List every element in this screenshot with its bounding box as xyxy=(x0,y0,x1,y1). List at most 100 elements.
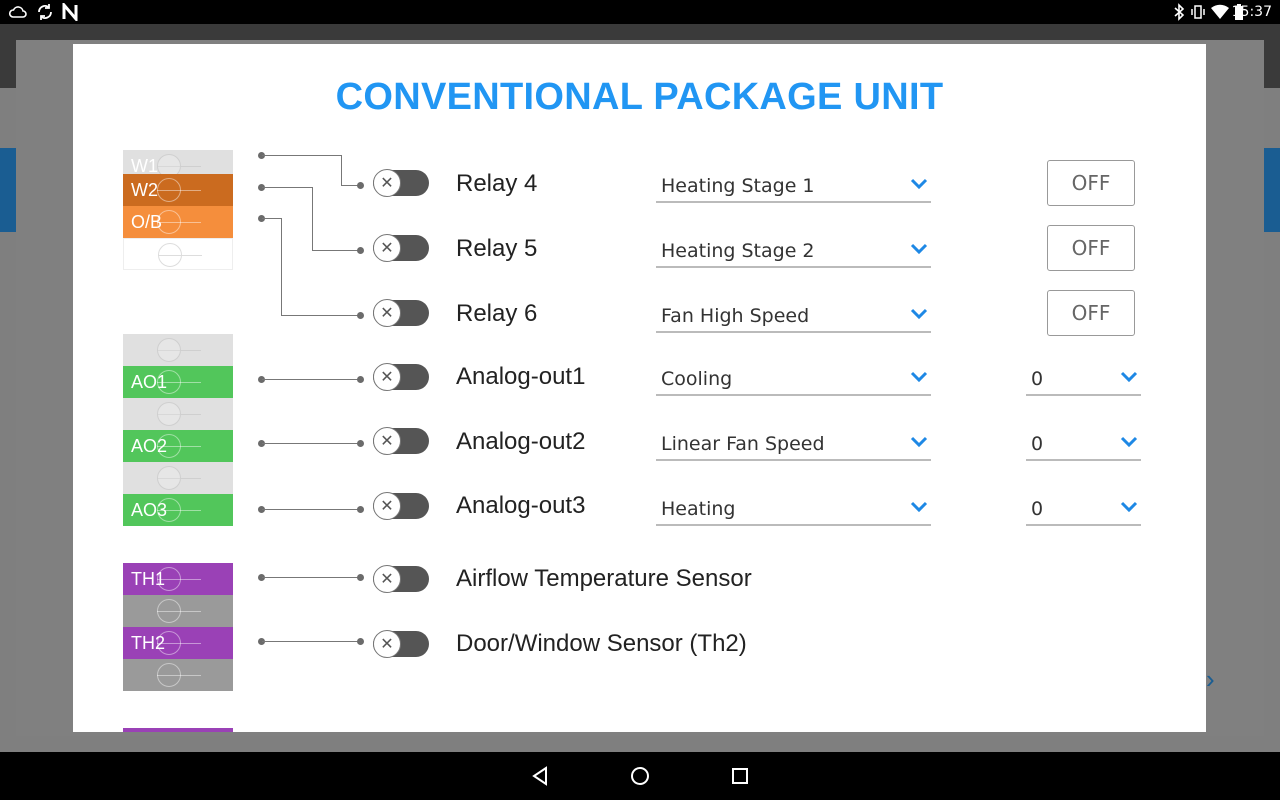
door-window-sensor-label: Door/Window Sensor (Th2) xyxy=(456,630,747,657)
wire xyxy=(262,379,361,380)
wire xyxy=(262,509,361,510)
analog-out2-mode-dropdown[interactable]: Linear Fan Speed xyxy=(656,427,931,461)
wire xyxy=(262,577,361,578)
background-right-tab xyxy=(1264,148,1280,232)
wire-dot xyxy=(357,574,364,581)
close-icon: ✕ xyxy=(373,363,401,391)
chevron-down-icon xyxy=(1120,371,1138,383)
analog-out2-value: 0 xyxy=(1031,433,1044,455)
wire-dot xyxy=(258,376,265,383)
wire xyxy=(281,315,361,316)
wire-dot xyxy=(258,574,265,581)
background-left-tab xyxy=(0,148,16,232)
relay-4-label: Relay 4 xyxy=(456,170,538,197)
relay-4-toggle[interactable]: ✕ xyxy=(373,169,429,197)
cloud-icon xyxy=(8,6,27,18)
relay-5-off-button[interactable]: OFF xyxy=(1047,225,1135,271)
relay-6-off-button[interactable]: OFF xyxy=(1047,290,1135,336)
relay-4-off-button[interactable]: OFF xyxy=(1047,160,1135,206)
wire xyxy=(312,250,361,251)
relay-6-toggle[interactable]: ✕ xyxy=(373,299,429,327)
close-icon: ✕ xyxy=(373,565,401,593)
analog-out2-label: Analog-out2 xyxy=(456,428,586,455)
chevron-down-icon xyxy=(910,243,928,255)
chevron-down-icon xyxy=(1120,436,1138,448)
analog-out1-mode-value: Cooling xyxy=(661,368,733,390)
wire xyxy=(312,187,313,250)
analog-out1-mode-dropdown[interactable]: Cooling xyxy=(656,362,931,396)
analog-out3-mode-value: Heating xyxy=(661,498,736,520)
terminal-ao2: AO2 xyxy=(123,430,233,462)
terminal-th2: TH2 xyxy=(123,627,233,659)
wire-dot xyxy=(258,506,265,513)
chevron-right-icon: › xyxy=(1206,664,1215,694)
wifi-icon xyxy=(1211,4,1229,19)
terminal-ao3: AO3 xyxy=(123,494,233,526)
chevron-down-icon xyxy=(910,436,928,448)
vibrate-icon xyxy=(1191,5,1205,19)
close-icon: ✕ xyxy=(373,630,401,658)
wire-dot xyxy=(357,376,364,383)
recents-icon[interactable] xyxy=(728,764,752,788)
back-icon[interactable] xyxy=(528,764,552,788)
bluetooth-icon xyxy=(1174,3,1185,21)
chevron-down-icon xyxy=(910,178,928,190)
wire xyxy=(262,155,341,156)
wire xyxy=(341,155,342,185)
terminal-ob: O/B xyxy=(123,206,233,238)
terminal-w2: W2 xyxy=(123,174,233,206)
close-icon: ✕ xyxy=(373,427,401,455)
wire-dot xyxy=(357,506,364,513)
analog-out2-value-dropdown[interactable]: 0 xyxy=(1026,427,1141,461)
airflow-sensor-label: Airflow Temperature Sensor xyxy=(456,565,752,592)
relay-6-label: Relay 6 xyxy=(456,300,538,327)
relay-5-mode-value: Heating Stage 2 xyxy=(661,240,815,262)
relay-5-mode-dropdown[interactable]: Heating Stage 2 xyxy=(656,234,931,268)
relay-4-mode-value: Heating Stage 1 xyxy=(661,175,815,197)
chevron-down-icon xyxy=(910,308,928,320)
status-bar: 15:37 xyxy=(0,0,1280,24)
dialog-title: CONVENTIONAL PACKAGE UNIT xyxy=(335,76,944,118)
wire-dot xyxy=(357,247,364,254)
terminal-blank xyxy=(123,462,233,494)
analog-out2-mode-value: Linear Fan Speed xyxy=(661,433,825,455)
analog-out3-toggle[interactable]: ✕ xyxy=(373,492,429,520)
analog-out1-value-dropdown[interactable]: 0 xyxy=(1026,362,1141,396)
home-icon[interactable] xyxy=(628,764,652,788)
close-icon: ✕ xyxy=(373,169,401,197)
wire-dot xyxy=(258,215,265,222)
wire-dot xyxy=(258,638,265,645)
terminal-th1: TH1 xyxy=(123,563,233,595)
relay-6-mode-value: Fan High Speed xyxy=(661,305,810,327)
relay-6-mode-dropdown[interactable]: Fan High Speed xyxy=(656,299,931,333)
wire xyxy=(262,187,312,188)
wire xyxy=(262,443,361,444)
terminal-ao1: AO1 xyxy=(123,366,233,398)
relay-5-toggle[interactable]: ✕ xyxy=(373,234,429,262)
analog-out2-toggle[interactable]: ✕ xyxy=(373,427,429,455)
terminal-blank xyxy=(123,238,233,270)
analog-out1-value: 0 xyxy=(1031,368,1044,390)
terminal-blank xyxy=(123,595,233,627)
close-icon: ✕ xyxy=(373,299,401,327)
analog-out3-mode-dropdown[interactable]: Heating xyxy=(656,492,931,526)
wire xyxy=(262,641,361,642)
wire xyxy=(262,218,281,219)
door-window-sensor-toggle[interactable]: ✕ xyxy=(373,630,429,658)
navigation-bar xyxy=(0,752,1280,800)
chevron-down-icon xyxy=(910,501,928,513)
wire xyxy=(281,218,282,315)
airflow-sensor-toggle[interactable]: ✕ xyxy=(373,565,429,593)
analog-out3-value-dropdown[interactable]: 0 xyxy=(1026,492,1141,526)
analog-out3-label: Analog-out3 xyxy=(456,492,586,519)
relay-4-mode-dropdown[interactable]: Heating Stage 1 xyxy=(656,169,931,203)
configuration-dialog: CONVENTIONAL PACKAGE UNIT W1 W2 O/B AO1 … xyxy=(73,44,1206,732)
clock: 15:37 xyxy=(1231,4,1272,20)
chevron-down-icon xyxy=(1120,501,1138,513)
terminal-blank xyxy=(123,334,233,366)
wire-dot xyxy=(357,638,364,645)
battery-icon xyxy=(1235,4,1243,20)
terminal-blank xyxy=(123,398,233,430)
analog-out1-toggle[interactable]: ✕ xyxy=(373,363,429,391)
wire xyxy=(341,185,361,186)
